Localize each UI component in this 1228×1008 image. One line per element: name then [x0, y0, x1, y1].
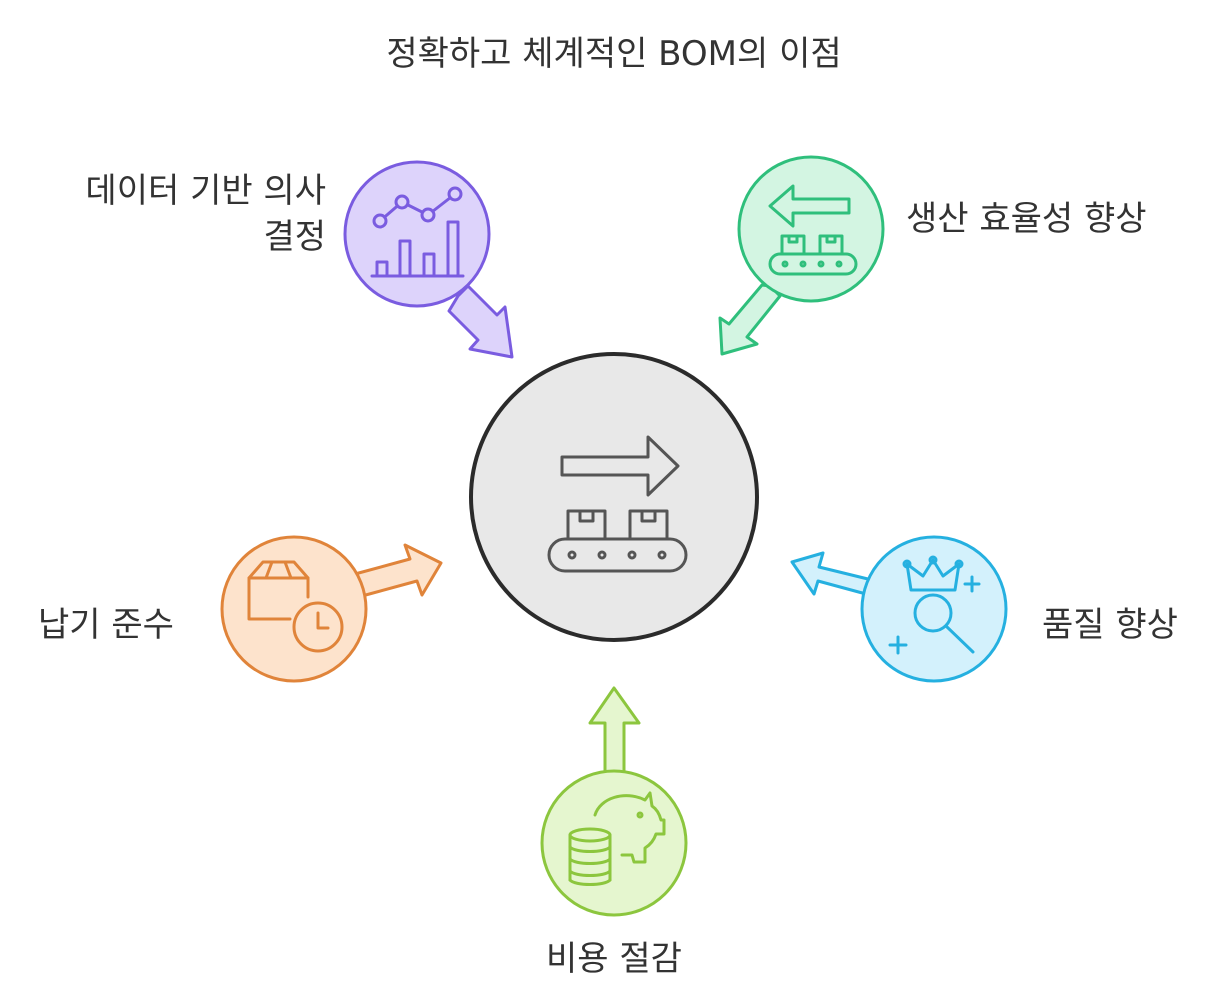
benefit-node-on-time-delivery — [220, 535, 443, 683]
conveyor-return-icon — [768, 184, 858, 276]
conveyor-belt-arrow-icon — [547, 435, 688, 573]
benefit-node-production-efficiency — [718, 155, 885, 356]
benefit-node-data-decision — [343, 160, 514, 359]
benefit-node-quality — [790, 535, 1008, 683]
label-cost-reduction: 비용 절감 — [546, 939, 682, 979]
label-quality: 품질 향상 — [1042, 605, 1178, 645]
label-data-decision: 데이터 기반 의사 결정 — [30, 168, 326, 260]
chart-growth-icon — [370, 186, 465, 278]
label-on-time-delivery: 납기 준수 — [38, 605, 174, 645]
crown-search-icon — [888, 555, 981, 655]
piggy-bank-icon — [568, 791, 666, 886]
box-clock-icon — [247, 560, 344, 653]
center-hub — [469, 352, 759, 642]
benefit-node-cost-reduction — [540, 686, 688, 917]
diagram-title: 정확하고 체계적인 BOM의 이점 — [386, 34, 842, 74]
label-data-decision-line2: 결정 — [263, 217, 326, 257]
label-production-efficiency: 생산 효율성 향상 — [906, 199, 1147, 239]
label-data-decision-line1: 데이터 기반 의사 — [85, 171, 326, 211]
